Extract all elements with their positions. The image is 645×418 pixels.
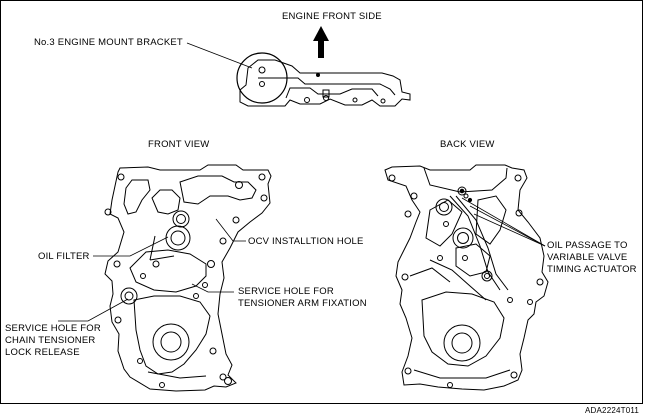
leader-lines bbox=[58, 42, 546, 322]
front-direction-arrow bbox=[313, 26, 329, 58]
oil-filter-label: OIL FILTER bbox=[38, 251, 90, 262]
service-hole-lock-label-1: SERVICE HOLE FOR bbox=[5, 323, 101, 334]
oil-passage-label-2: VARIABLE VALVE bbox=[547, 252, 628, 263]
service-hole-arm-label-1: SERVICE HOLE FOR bbox=[238, 286, 334, 297]
oil-passage-label-1: OIL PASSAGE TO bbox=[547, 240, 628, 251]
service-hole-arm-label-2: TENSIONER ARM FIXATION bbox=[238, 298, 367, 309]
figure-code: ADA2224T011 bbox=[585, 406, 640, 415]
mount-bracket-label: No.3 ENGINE MOUNT BRACKET bbox=[34, 37, 183, 48]
service-hole-lock-label-2: CHAIN TENSIONER bbox=[5, 335, 96, 346]
engine-front-side-label: ENGINE FRONT SIDE bbox=[282, 11, 382, 22]
back-view-cover bbox=[384, 164, 549, 391]
ocv-hole-label: OCV INSTALLTION HOLE bbox=[248, 236, 364, 247]
front-view-cover bbox=[104, 164, 272, 392]
top-view-cover bbox=[239, 59, 411, 107]
back-view-label: BACK VIEW bbox=[440, 139, 495, 150]
front-view-label: FRONT VIEW bbox=[148, 139, 210, 150]
figure-frame bbox=[0, 0, 643, 404]
oil-passage-label-3: TIMING ACTUATOR bbox=[547, 264, 637, 275]
service-hole-lock-label-3: LOCK RELEASE bbox=[5, 347, 80, 358]
bracket-callout-circle bbox=[236, 52, 288, 104]
